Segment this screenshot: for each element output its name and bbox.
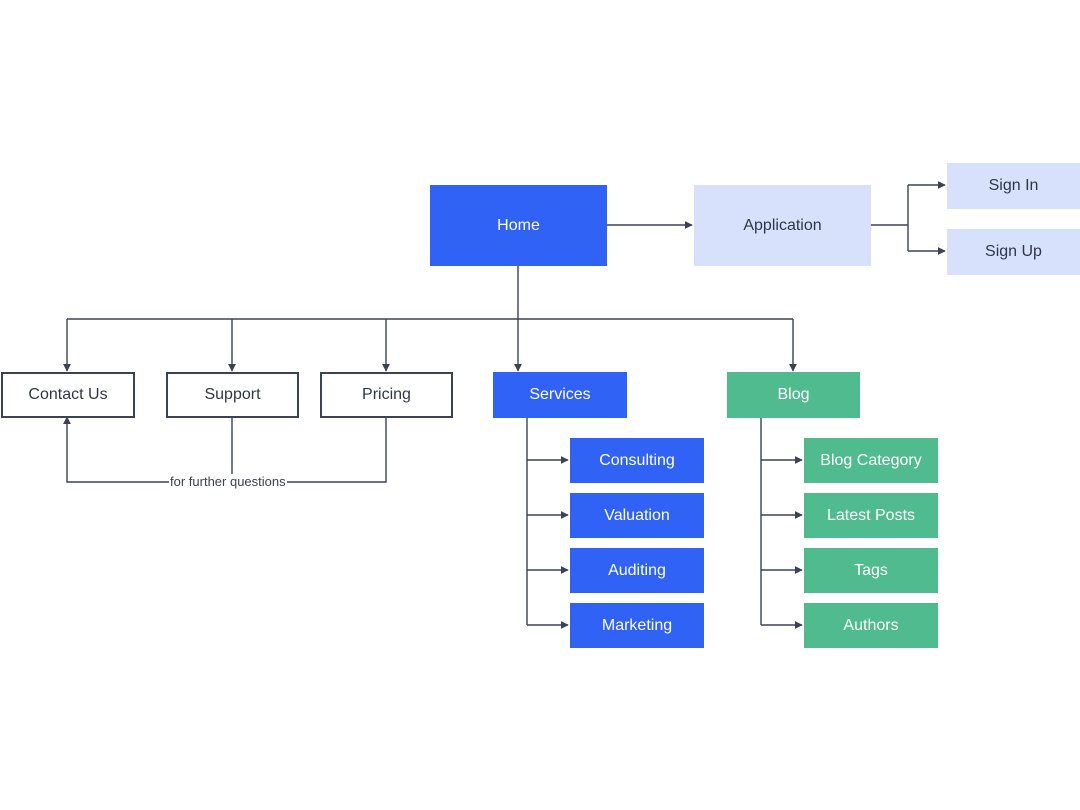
node-support[interactable]: Support bbox=[166, 372, 299, 418]
edge-further-questions bbox=[67, 417, 387, 483]
node-latest-posts[interactable]: Latest Posts bbox=[804, 493, 938, 538]
edge-application-branch bbox=[871, 185, 909, 251]
node-authors[interactable]: Authors bbox=[804, 603, 938, 648]
node-services[interactable]: Services bbox=[493, 372, 627, 418]
node-sign-in[interactable]: Sign In bbox=[947, 163, 1080, 209]
node-pricing[interactable]: Pricing bbox=[320, 372, 453, 418]
node-auditing[interactable]: Auditing bbox=[570, 548, 704, 593]
node-tags[interactable]: Tags bbox=[804, 548, 938, 593]
node-contact-us[interactable]: Contact Us bbox=[1, 372, 135, 418]
node-application[interactable]: Application bbox=[694, 185, 871, 266]
node-valuation[interactable]: Valuation bbox=[570, 493, 704, 538]
node-sign-up[interactable]: Sign Up bbox=[947, 229, 1080, 275]
edge-label-further-questions: for further questions bbox=[169, 474, 287, 489]
node-home[interactable]: Home bbox=[430, 185, 607, 266]
node-consulting[interactable]: Consulting bbox=[570, 438, 704, 483]
edge-home-bus bbox=[67, 266, 793, 320]
node-blog-category[interactable]: Blog Category bbox=[804, 438, 938, 483]
node-blog[interactable]: Blog bbox=[727, 372, 860, 418]
node-marketing[interactable]: Marketing bbox=[570, 603, 704, 648]
